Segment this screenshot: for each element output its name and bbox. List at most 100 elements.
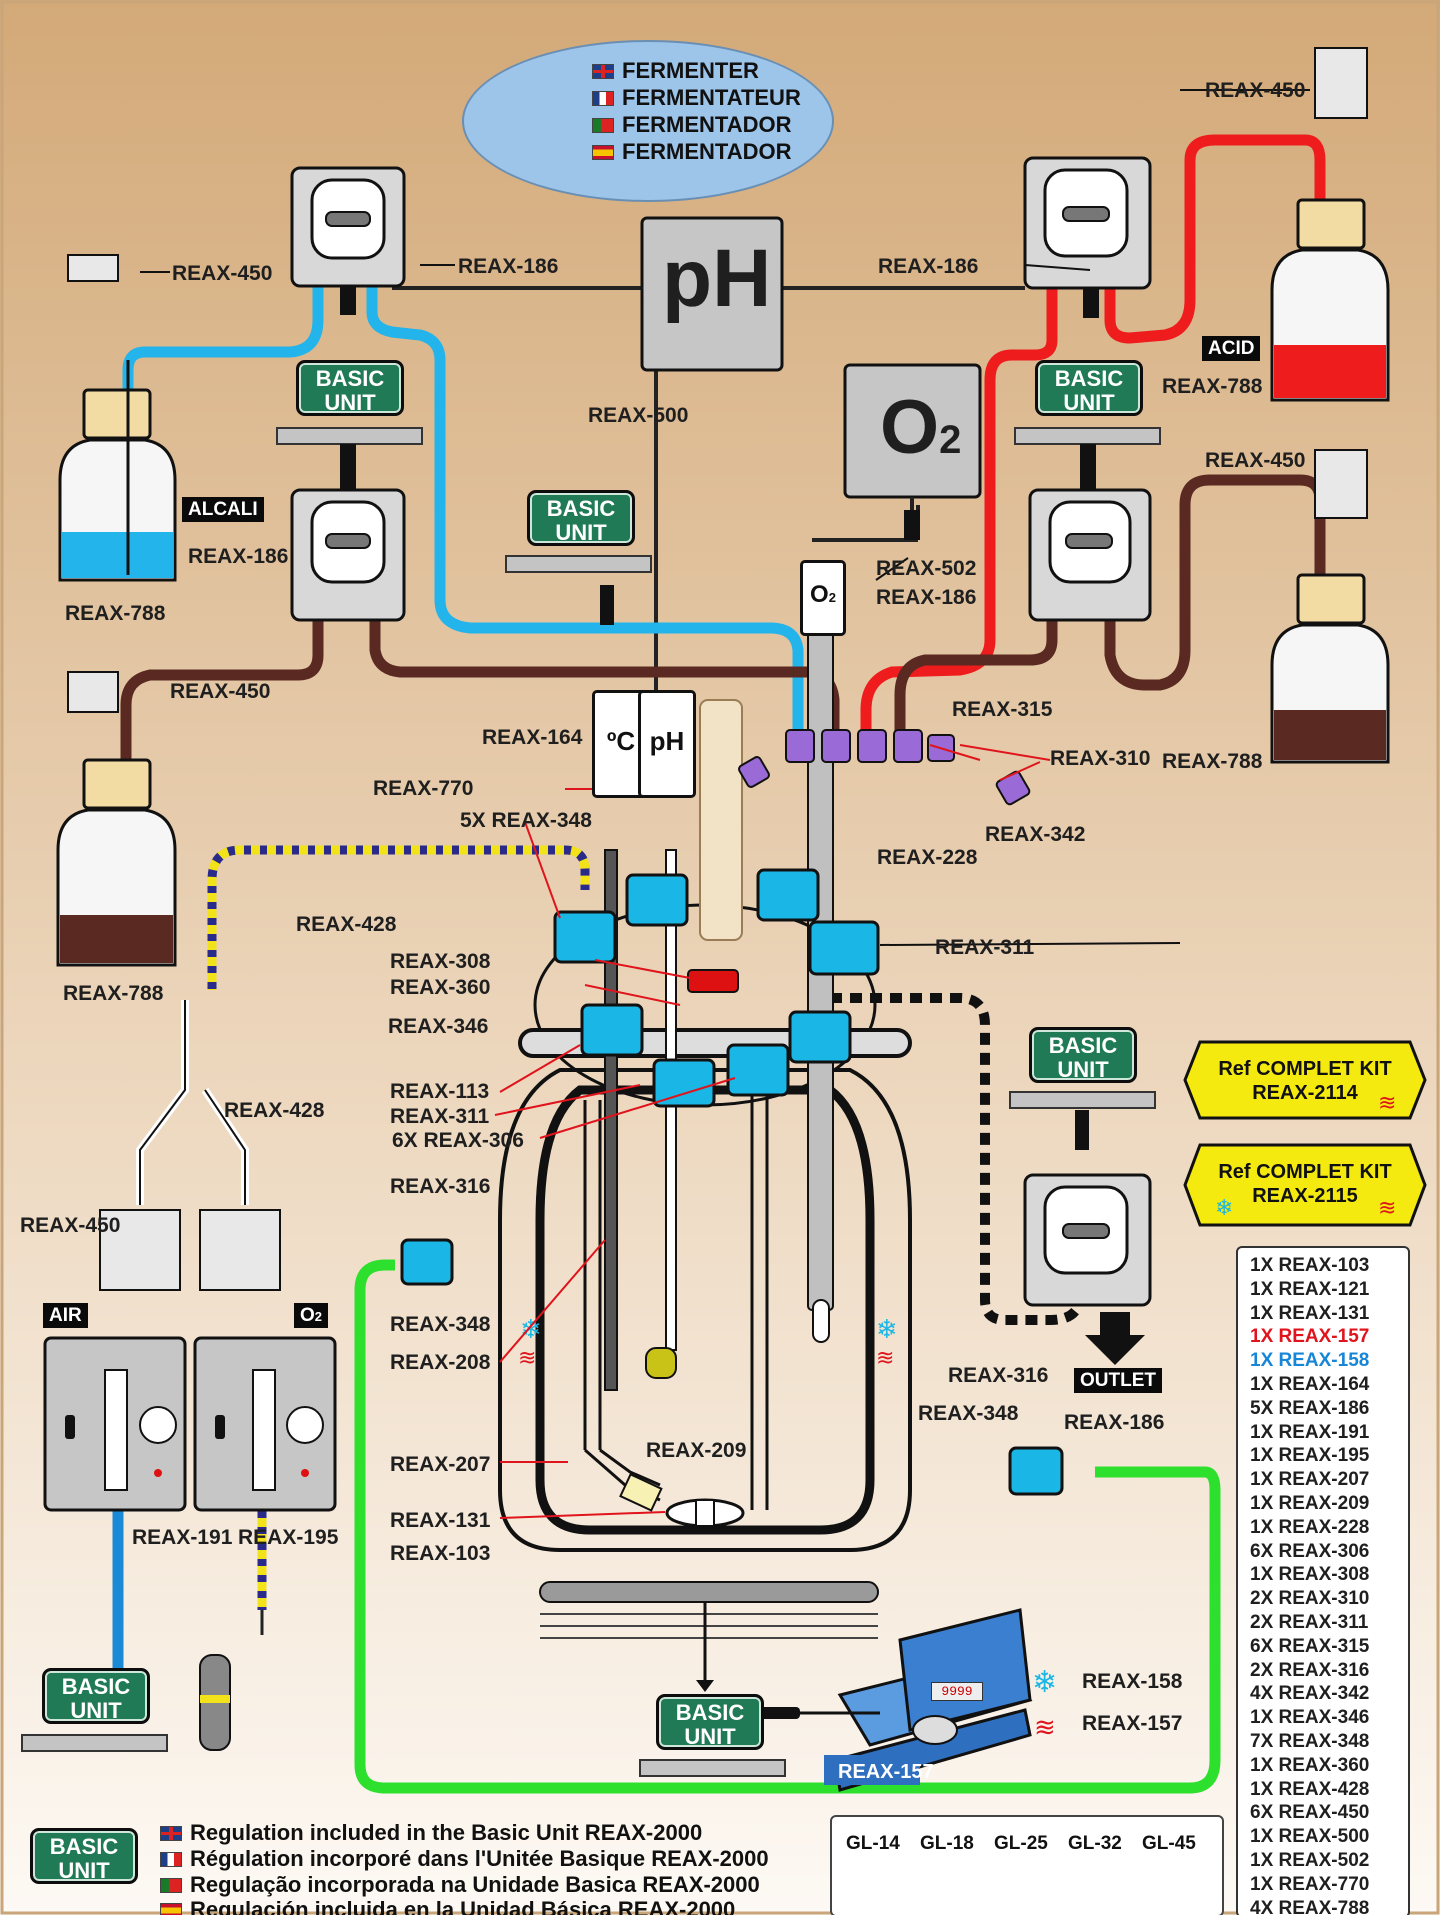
label-reax450-left-mid: REAX-450 bbox=[170, 681, 270, 702]
gl-45-label: GL-45 bbox=[1142, 1833, 1196, 1855]
label-reax450-bottom: REAX-450 bbox=[20, 1215, 120, 1236]
kit-2114: Ref COMPLET KIT REAX-2114 bbox=[1200, 1042, 1410, 1122]
title-line-pt: FERMENTADOR bbox=[592, 114, 791, 136]
label-reax306-6x: 6X REAX-306 bbox=[392, 1130, 524, 1151]
parts-list-item: 6X REAX-450 bbox=[1250, 1803, 1369, 1822]
parts-list-item: 1X REAX-770 bbox=[1250, 1875, 1369, 1894]
gl-25-label: GL-25 bbox=[994, 1833, 1048, 1855]
pump-right-mid bbox=[1030, 490, 1150, 620]
o2-controller-label: O2 bbox=[880, 390, 961, 466]
legend-line-fr: Régulation incorporé dans l'Unitée Basiq… bbox=[160, 1848, 769, 1870]
label-reax113: REAX-113 bbox=[390, 1081, 489, 1102]
label-reax788-alcali: REAX-788 bbox=[65, 603, 165, 624]
label-reax157: REAX-157 bbox=[1082, 1713, 1182, 1734]
uk-flag-icon bbox=[160, 1826, 182, 1841]
parts-list-item: 1X REAX-228 bbox=[1250, 1518, 1369, 1537]
parts-list-item: 2X REAX-311 bbox=[1250, 1613, 1368, 1632]
parts-list-item: 2X REAX-316 bbox=[1250, 1661, 1369, 1680]
basic-unit-outlet: BASICUNIT bbox=[1029, 1027, 1137, 1083]
label-reax316-right: REAX-316 bbox=[948, 1365, 1048, 1386]
label-reax158: REAX-158 bbox=[1082, 1671, 1182, 1692]
label-reax208: REAX-208 bbox=[390, 1352, 490, 1373]
parts-list-item: 5X REAX-186 bbox=[1250, 1399, 1369, 1418]
basic-unit-alcali: BASICUNIT bbox=[296, 360, 404, 416]
o2-panel-tag: O2 bbox=[294, 1303, 328, 1328]
parts-list-item: 1X REAX-207 bbox=[1250, 1470, 1369, 1489]
gl-18-label: GL-18 bbox=[920, 1833, 974, 1855]
kit-2115: Ref COMPLET KIT REAX-2115 bbox=[1200, 1145, 1410, 1225]
label-reax209: REAX-209 bbox=[646, 1440, 746, 1461]
parts-list-item: 1X REAX-157 bbox=[1250, 1327, 1369, 1346]
parts-list-item: 6X REAX-306 bbox=[1250, 1542, 1369, 1561]
label-reax186-right-top: REAX-186 bbox=[878, 256, 978, 277]
parts-list-item: 1X REAX-131 bbox=[1250, 1304, 1369, 1323]
heater-name: REAX-157 bbox=[838, 1762, 934, 1782]
label-reax348-5x: 5X REAX-348 bbox=[460, 810, 592, 831]
gl-32-label: GL-32 bbox=[1068, 1833, 1122, 1855]
kit-2114-line2: REAX-2114 bbox=[1200, 1082, 1410, 1105]
label-reax186-bottom: REAX-186 bbox=[1064, 1412, 1164, 1433]
parts-list-item: 1X REAX-164 bbox=[1250, 1375, 1369, 1394]
label-reax164: REAX-164 bbox=[482, 727, 582, 748]
parts-list-item: 1X REAX-158 bbox=[1250, 1351, 1369, 1370]
parts-list-item: 1X REAX-121 bbox=[1250, 1280, 1369, 1299]
parts-list-item: 1X REAX-346 bbox=[1250, 1708, 1369, 1727]
label-reax450-top-right: REAX-450 bbox=[1205, 80, 1305, 101]
svg-text:❄: ❄ bbox=[876, 1315, 898, 1345]
parts-list-item: 1X REAX-500 bbox=[1250, 1827, 1369, 1846]
legend-line-pt: Regulação incorporada na Unidade Basica … bbox=[160, 1874, 760, 1896]
label-reax207: REAX-207 bbox=[390, 1454, 490, 1475]
label-reax450-left: REAX-450 bbox=[172, 263, 272, 284]
title-line-es: FERMENTADOR bbox=[592, 141, 791, 163]
label-reax186-left-mid: REAX-186 bbox=[188, 546, 288, 567]
label-reax186-left-top: REAX-186 bbox=[458, 256, 558, 277]
label-reax311-bottom: REAX-311 bbox=[390, 1106, 489, 1127]
kit-2115-line2: REAX-2115 bbox=[1200, 1185, 1410, 1208]
label-reax360: REAX-360 bbox=[390, 977, 490, 998]
legend-line-en: Regulation included in the Basic Unit RE… bbox=[160, 1822, 702, 1844]
air-tag: AIR bbox=[43, 1303, 88, 1328]
uk-flag-icon bbox=[592, 64, 614, 79]
ph-controller-label: pH bbox=[662, 238, 771, 320]
heating-icon: ≋ bbox=[518, 1346, 536, 1371]
alcali-tag: ALCALI bbox=[182, 497, 264, 522]
label-reax788-acid: REAX-788 bbox=[1162, 376, 1262, 397]
gl-14-label: GL-14 bbox=[846, 1833, 900, 1855]
label-reax346: REAX-346 bbox=[388, 1016, 488, 1037]
label-reax502: REAX-502 bbox=[876, 558, 976, 579]
parts-list-item: 1X REAX-360 bbox=[1250, 1756, 1369, 1775]
spain-flag-icon bbox=[592, 145, 614, 160]
kit-2114-line1: Ref COMPLET KIT bbox=[1200, 1058, 1410, 1081]
kit-2115-line1: Ref COMPLET KIT bbox=[1200, 1161, 1410, 1184]
label-reax348-right: REAX-348 bbox=[918, 1403, 1018, 1424]
svg-text:≋: ≋ bbox=[876, 1346, 894, 1371]
parts-list-item: 6X REAX-315 bbox=[1250, 1637, 1369, 1656]
parts-list-item: 1X REAX-428 bbox=[1250, 1780, 1369, 1799]
parts-list-item: 1X REAX-103 bbox=[1250, 1256, 1369, 1275]
parts-list-item: 4X REAX-788 bbox=[1250, 1899, 1369, 1915]
gl-size-legend: GL-14 GL-18 GL-25 GL-32 GL-45 bbox=[830, 1815, 1224, 1915]
label-reax310: REAX-310 bbox=[1050, 748, 1150, 769]
parts-list-item: 1X REAX-195 bbox=[1250, 1446, 1369, 1465]
cooling-icon: ❄ bbox=[520, 1315, 542, 1345]
label-reax131: REAX-131 bbox=[390, 1510, 490, 1531]
heater-display: 9999 bbox=[931, 1682, 983, 1701]
basic-unit-stirrer: BASICUNIT bbox=[656, 1694, 764, 1750]
parts-list-item: 1X REAX-308 bbox=[1250, 1565, 1369, 1584]
label-reax103: REAX-103 bbox=[390, 1543, 490, 1564]
label-reax770: REAX-770 bbox=[373, 778, 473, 799]
label-reax428-bottom: REAX-428 bbox=[224, 1100, 324, 1121]
parts-list-item: 2X REAX-310 bbox=[1250, 1589, 1369, 1608]
spain-flag-icon bbox=[160, 1903, 182, 1915]
parts-list-item: 1X REAX-502 bbox=[1250, 1851, 1369, 1870]
label-reax228: REAX-228 bbox=[877, 847, 977, 868]
france-flag-icon bbox=[160, 1852, 182, 1867]
label-reax428-top: REAX-428 bbox=[296, 914, 396, 935]
title-pt-text: FERMENTADOR bbox=[622, 112, 791, 137]
parts-list: 1X REAX-103 1X REAX-121 1X REAX-131 1X REAX… bbox=[1236, 1246, 1410, 1915]
o2-probe: O2 bbox=[800, 560, 846, 636]
